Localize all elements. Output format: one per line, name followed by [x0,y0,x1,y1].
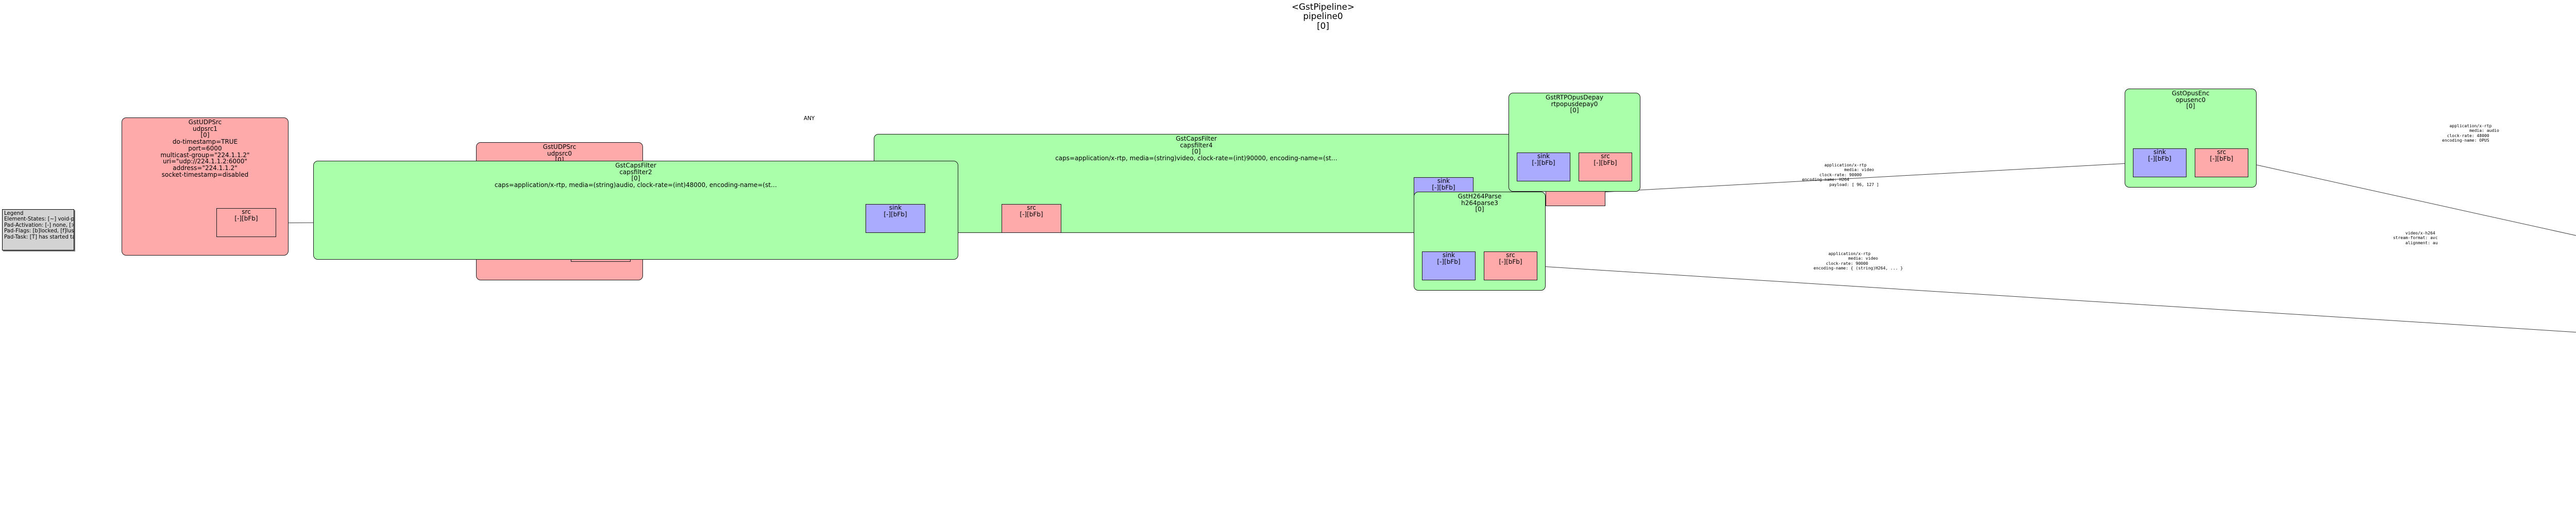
edge-caps-label: video/x-h264 stream-format: avc alignmen… [2393,231,2438,245]
pad-name: src [2217,148,2226,156]
pad-name: src [1601,153,1610,160]
element-name: udpsrc0 [547,149,572,157]
pad-src[interactable]: src[-][bFb] [216,208,276,237]
pad-flags: [-][bFb] [1532,159,1555,166]
element-class: GstH264Parse [1458,193,1502,200]
edge-caps-label: application/x-rtp media: audio clock-rat… [2442,124,2499,143]
element-class: GstUDPSrc [188,119,222,126]
pad-flags: [-][bFb] [2148,155,2172,162]
element-name: capsfilter4 [1180,141,1213,149]
pad-caps-any-label: ANY [804,115,815,122]
pad-flags: [-][bFb] [1437,258,1461,265]
legend-line-4: Pad-Task: [T] has started task, [t] has … [4,234,74,240]
pad-flags: [-][bFb] [1432,183,1455,191]
pad-src[interactable]: src[-][bFb] [1002,204,1061,233]
element-name: h264parse3 [1461,199,1498,207]
element-name: capsfilter2 [619,168,652,176]
pad-sink[interactable]: sink[-][bFb] [1517,153,1570,181]
pipeline-class: <GstPipeline> [1291,2,1355,12]
element-name: udpsrc1 [193,125,217,132]
pad-name: src [1027,204,1036,211]
element-class: GstUDPSrc [543,143,577,150]
edge-caps-label: application/x-rtp media: video clock-rat… [1814,251,1903,271]
element-state: [0] [1192,148,1201,156]
element-property: do-timestamp=TRUE [172,138,238,146]
element-class: GstCapsFilter [1176,135,1217,142]
element-property: caps=application/x-rtp, media=(string)au… [494,181,777,189]
pad-flags: [-][bFb] [884,210,907,218]
element-property: caps=application/x-rtp, media=(string)vi… [1055,155,1337,162]
pad-sink[interactable]: sink[-][bFb] [2133,148,2187,177]
element-property: socket-timestamp=disabled [161,171,249,178]
pad-name: sink [889,204,902,211]
pad-name: sink [1437,177,1450,184]
pad-name: sink [1537,153,1550,160]
edge-caps-label: application/x-rtp media: video clock-rat… [1802,163,1879,187]
pad-name: sink [2153,148,2166,156]
pad-sink[interactable]: sink[-][bFb] [1422,251,1476,280]
element-state: [0] [1570,107,1579,114]
element-name: opusenc0 [2175,96,2206,104]
pad-name: src [242,208,251,215]
pipeline-state: [0] [1317,20,1329,31]
element-class: GstOpusEnc [2172,90,2210,97]
element-property: address="224.1.1.2" [173,164,238,172]
pad-flags: [-][bFb] [234,214,258,222]
pad-src[interactable]: src[-][bFb] [2195,148,2248,177]
element-state: [0] [2186,103,2195,110]
pipeline-link [2248,163,2576,372]
legend-title: Legend [4,211,24,216]
pad-src[interactable]: src[-][bFb] [1579,153,1632,181]
element-property: multicast-group="224.1.1.2" [160,151,250,159]
element-state: [0] [200,131,210,139]
pad-flags: [-][bFb] [1020,210,1043,218]
element-name: rtpopusdepay0 [1551,100,1598,108]
pipeline-instance-name: pipeline0 [1303,11,1343,22]
pad-flags: [-][bFb] [1594,159,1617,166]
pad-sink[interactable]: sink[-][bFb] [866,204,925,233]
pad-src[interactable]: src[-][bFb] [1484,251,1537,280]
pipeline-graph-canvas: <GstPipeline>pipeline0[0] application/x-… [2,2,2576,372]
element-state: [0] [631,175,640,182]
element-state: [0] [1475,206,1484,213]
pad-flags: [-][bFb] [1499,258,1522,265]
pad-flags: [-][bFb] [2210,155,2233,162]
legend-line-2: Pad-Activation: [-] none, [>] push, [<] … [4,222,74,228]
legend-line-3: Pad-Flags: [b]locked, [f]lushing, [b]loc… [4,228,74,234]
element-class: GstCapsFilter [615,162,656,169]
element-class: GstRTPOpusDepay [1546,94,1603,101]
element-property: port=6000 [188,144,222,152]
legend-line-1: Element-States: [~] void-pending, [0] nu… [4,216,74,223]
pipeline-title: <GstPipeline>pipeline0[0] [1199,2,1447,31]
pipeline-link [1537,266,2576,372]
element-property: uri="udp://224.1.1.2:6000" [163,158,247,165]
